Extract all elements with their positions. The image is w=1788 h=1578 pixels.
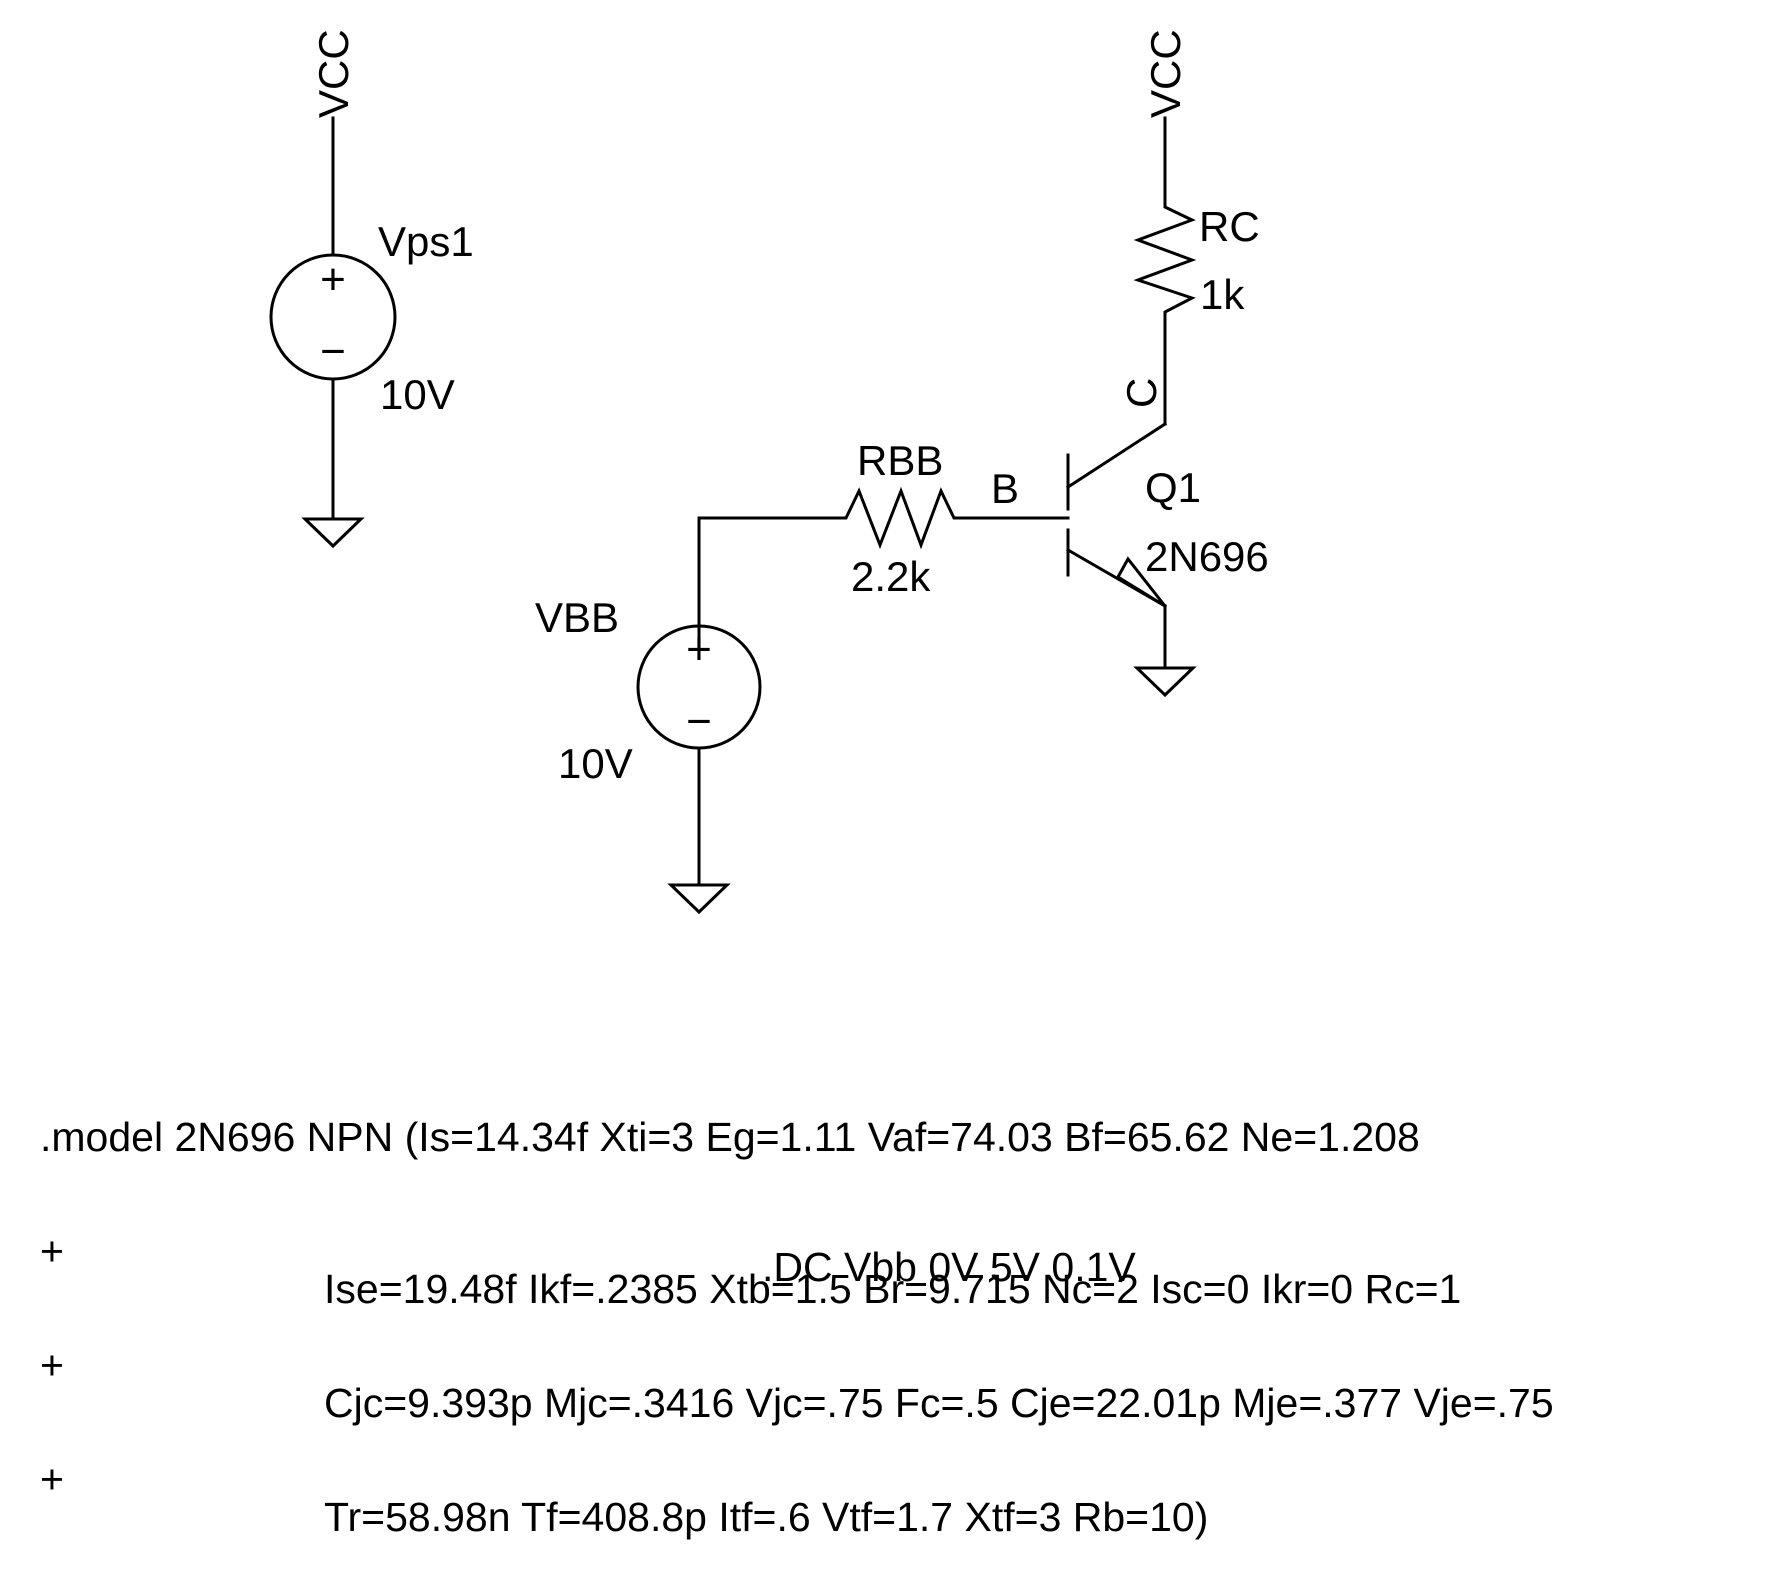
- model-line-1: .model 2N696 NPN (Is=14.34f Xti=3 Eg=1.1…: [40, 1114, 1420, 1160]
- vps1-value-label: 10V: [380, 371, 455, 418]
- rbb-resistor-group[interactable]: RBB 2.2k B: [834, 437, 1070, 600]
- q1-name-label: Q1: [1145, 464, 1201, 511]
- q1-collector-lead: [1065, 421, 1168, 490]
- model-line-3: Cjc=9.393p Mjc=.3416 Vjc=.75 Fc=.5 Cje=2…: [324, 1380, 1554, 1426]
- continuation-mark: +: [40, 1456, 64, 1502]
- rc-resistor-symbol[interactable]: [1133, 190, 1197, 322]
- model-line: + Cjc=9.393p Mjc=.3416 Vjc=.75 Fc=.5 Cje…: [40, 1308, 1780, 1424]
- vbb-plus-sign: +: [686, 625, 712, 674]
- rbb-resistor-symbol[interactable]: [834, 486, 966, 550]
- vps1-source-group[interactable]: VCC + − Vps1 10V: [269, 29, 474, 549]
- rc-value-label: 1k: [1200, 271, 1245, 318]
- dc-sweep-directive[interactable]: .DC Vbb 0V 5V 0.1V: [762, 1244, 1136, 1290]
- q1-model-label: 2N696: [1145, 533, 1269, 580]
- q1-emitter-arrow: [1115, 556, 1167, 608]
- rbb-value-label: 2.2k: [851, 553, 931, 600]
- model-line-4: Tr=58.98n Tf=408.8p Itf=.6 Vtf=1.7 Xtf=3…: [324, 1494, 1209, 1540]
- schematic-canvas: VCC + − Vps1 10V VCC RC 1k C + − VBB 10V…: [269, 29, 1269, 915]
- vbb-source-group[interactable]: + − VBB 10V: [535, 516, 838, 915]
- continuation-mark: +: [40, 1228, 64, 1274]
- vbb-name-label: VBB: [535, 594, 619, 641]
- model-line: + Ise=19.48f Ikf=.2385 Xtb=1.5 Br=9.715 …: [40, 1194, 1780, 1310]
- rc-name-label: RC: [1199, 203, 1260, 250]
- ground-symbol-emitter: [1133, 666, 1197, 698]
- model-line: + Tr=58.98n Tf=408.8p Itf=.6 Vtf=1.7 Xtf…: [40, 1422, 1780, 1538]
- vcc-label-left: VCC: [310, 29, 357, 118]
- ground-symbol-left: [301, 517, 365, 549]
- vcc-label-right: VCC: [1142, 29, 1189, 118]
- ground-symbol-vbb: [667, 883, 731, 915]
- collector-node-label: C: [1118, 378, 1165, 408]
- q1-transistor-group[interactable]: Q1 2N696: [1065, 421, 1269, 698]
- vps1-minus-sign: −: [320, 327, 346, 376]
- vbb-value-label: 10V: [558, 740, 633, 787]
- vbb-minus-sign: −: [686, 697, 712, 746]
- model-line: .model 2N696 NPN (Is=14.34f Xti=3 Eg=1.1…: [40, 1080, 1780, 1158]
- vps1-name-label: Vps1: [378, 218, 474, 265]
- continuation-mark: +: [40, 1342, 64, 1388]
- base-node-label: B: [991, 465, 1019, 512]
- rbb-name-label: RBB: [857, 437, 943, 484]
- rc-resistor-group[interactable]: VCC RC 1k C: [1118, 29, 1260, 426]
- vps1-plus-sign: +: [320, 255, 346, 304]
